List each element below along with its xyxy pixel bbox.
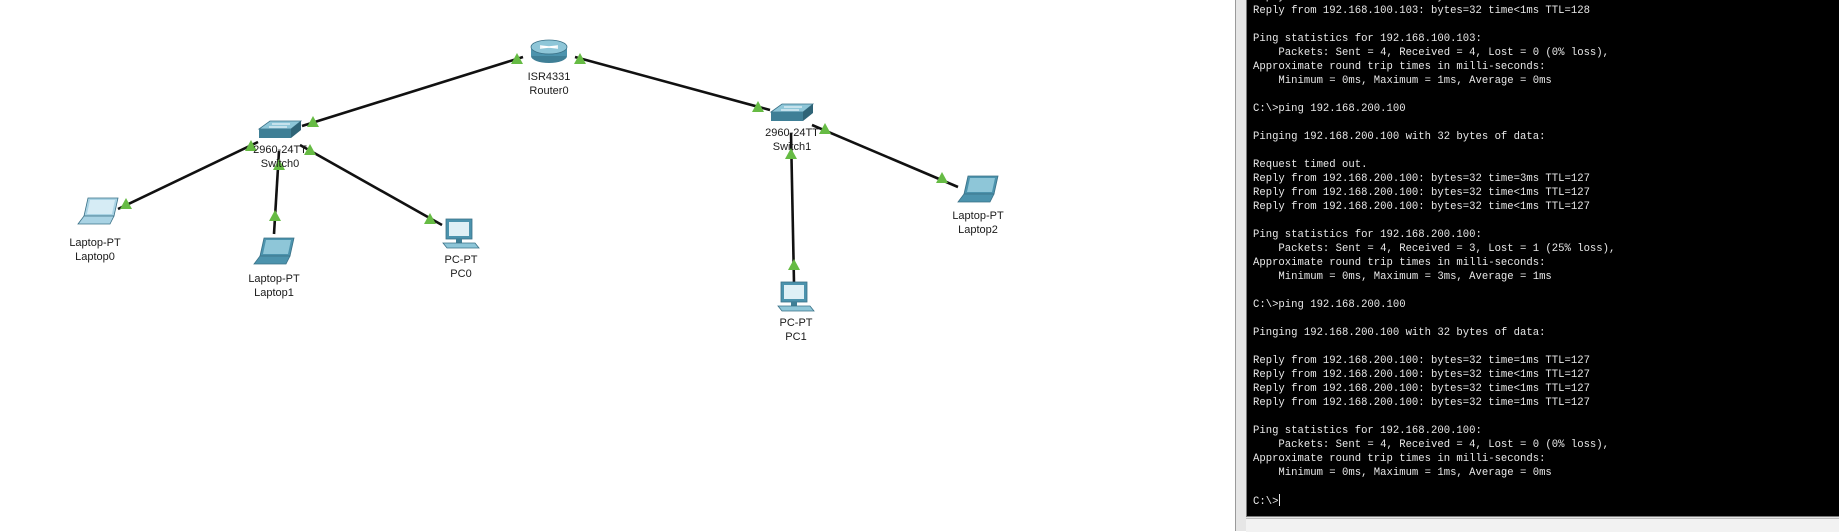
link-status-light	[273, 159, 285, 170]
device-name-label: Laptop1	[254, 287, 294, 299]
device-label-laptop1: Laptop-PT Laptop1	[219, 272, 329, 300]
device-model-label: Laptop-PT	[69, 237, 121, 249]
device-model-label: 2960-24TT	[253, 144, 307, 156]
topology-canvas[interactable]	[0, 0, 1235, 531]
device-model-label: Laptop-PT	[248, 273, 300, 285]
link-status-light	[424, 213, 436, 224]
pc-icon[interactable]	[777, 281, 815, 312]
link-status-light	[574, 53, 586, 64]
link-status-light	[752, 101, 764, 112]
link-status-light	[785, 148, 797, 159]
device-name-label: PC1	[785, 331, 807, 343]
device-label-switch0: 2960-24TT Switch0	[225, 143, 335, 171]
device-label-switch1: 2960-24TT Switch1	[737, 126, 847, 154]
link-router0-switch0[interactable]	[301, 55, 524, 128]
router-icon[interactable]	[530, 39, 568, 63]
window-bottom-edge	[1246, 518, 1839, 532]
device-name-label: Laptop0	[75, 251, 115, 263]
link-router0-switch1[interactable]	[574, 55, 771, 112]
link-status-light	[819, 123, 831, 134]
laptop-icon[interactable]	[253, 237, 295, 265]
terminal-area[interactable]: Reply from 192.168.100.103: bytes=32 tim…	[1246, 0, 1839, 517]
switch-icon[interactable]	[257, 120, 303, 138]
link-switch0-laptop0[interactable]	[117, 140, 259, 211]
device-model-label: ISR4331	[527, 71, 571, 83]
device-label-laptop0: Laptop-PT Laptop0	[40, 236, 150, 264]
terminal-prompt: C:\>	[1253, 496, 1279, 508]
laptop-icon[interactable]	[957, 175, 999, 203]
terminal-output: Reply from 192.168.100.103: bytes=32 tim…	[1253, 0, 1839, 509]
link-status-light	[788, 259, 800, 270]
pc-icon[interactable]	[442, 218, 480, 249]
device-model-label: Laptop-PT	[952, 210, 1004, 222]
device-name-label: Switch1	[772, 141, 812, 153]
device-label-pc1: PC-PT PC1	[741, 316, 851, 344]
switch-icon[interactable]	[769, 103, 815, 121]
link-status-light	[304, 144, 316, 155]
device-model-label: PC-PT	[779, 317, 813, 329]
device-name-label: PC0	[450, 268, 472, 280]
device-label-laptop2: Laptop-PT Laptop2	[923, 209, 1033, 237]
terminal-prompt-line[interactable]: C:\>	[1253, 494, 1281, 508]
link-status-light	[269, 210, 281, 221]
device-name-label: Switch0	[260, 158, 300, 170]
device-name-label: Router0	[529, 85, 569, 97]
link-status-light	[307, 116, 319, 127]
link-status-light	[120, 198, 132, 209]
device-model-label: PC-PT	[444, 254, 478, 266]
command-prompt-window[interactable]: Reply from 192.168.100.103: bytes=32 tim…	[1235, 0, 1839, 532]
device-name-label: Laptop2	[958, 224, 998, 236]
device-icon-layer	[77, 39, 999, 312]
text-cursor	[1279, 494, 1281, 506]
link-status-light	[245, 140, 257, 151]
link-status-light	[936, 172, 948, 183]
link-status-light	[511, 53, 523, 64]
terminal-history-text: Reply from 192.168.100.103: bytes=32 tim…	[1253, 0, 1616, 479]
device-label-pc0: PC-PT PC0	[406, 253, 516, 281]
link-light-layer	[120, 53, 948, 270]
device-model-label: 2960-24TT	[765, 127, 819, 139]
link-switch0-pc0[interactable]	[299, 143, 443, 227]
link-switch1-laptop2[interactable]	[811, 123, 959, 189]
laptop-icon[interactable]	[77, 197, 119, 225]
